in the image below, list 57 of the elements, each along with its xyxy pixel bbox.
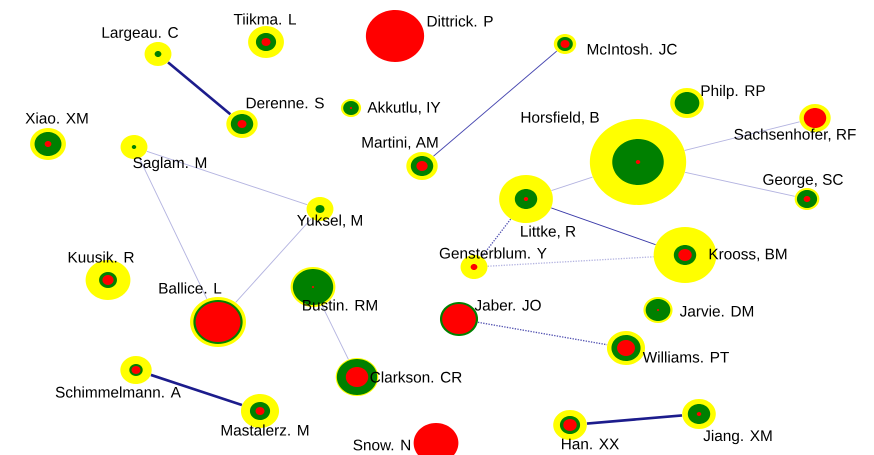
name-label: Horsfield, B [522, 111, 599, 125]
name-label: George, SC [763, 174, 843, 188]
link-line [481, 218, 512, 258]
link-line [586, 414, 682, 425]
name-label: Dittrick. P [428, 15, 493, 27]
node-circle [682, 399, 716, 429]
node-circle [499, 175, 553, 223]
node-circle [120, 356, 152, 384]
name-label: Jaber. JO [474, 299, 541, 311]
node-circle [366, 10, 424, 62]
node-circle [226, 110, 258, 138]
link-line [551, 176, 594, 192]
name-label: Gensterblum. Y [440, 247, 547, 259]
name-label: Kuusik. R [68, 251, 134, 263]
name-label: Tiikma. L [234, 13, 296, 25]
link-line [146, 150, 308, 206]
link-line [488, 256, 654, 267]
name-label: Schimmelmann. A [56, 386, 181, 398]
link-line [684, 172, 796, 197]
link-line [433, 50, 558, 157]
node-circle [248, 26, 284, 58]
name-label: Williams. PT [642, 351, 729, 363]
name-label: Mastalerz. M [222, 424, 308, 436]
node-circle [643, 297, 673, 323]
link-line [478, 322, 608, 346]
name-label: Akkutlu, IY [367, 101, 440, 115]
link-line [235, 218, 312, 303]
node-circle [554, 34, 576, 54]
name-label: Snow. N [353, 440, 410, 450]
name-label: Jarvie. DM [680, 305, 754, 317]
name-label: Bustin. RM [303, 299, 377, 311]
link-line [322, 305, 349, 360]
name-label: Ballice. L [159, 282, 222, 294]
node-circle [190, 297, 246, 347]
link-line [550, 207, 656, 246]
name-label: Jiang. XM [703, 430, 772, 444]
name-label: Littke, R [521, 225, 576, 239]
name-label: Xiao. XM [26, 112, 88, 124]
name-label: Martini, AM [362, 136, 438, 150]
node-circle [794, 188, 820, 210]
name-label: Saglam. M [133, 156, 206, 172]
name-label: Yuksel, M [297, 214, 362, 228]
name-label: Sachsenhofer, RF [734, 128, 856, 142]
link-line [684, 121, 800, 151]
link-line [138, 158, 208, 300]
node-circle [406, 152, 438, 180]
name-label: Philp. RP [702, 84, 765, 100]
name-label: Han. XX [562, 438, 619, 450]
node-circle [553, 410, 587, 440]
name-label: Largeau. C [102, 27, 178, 41]
node-circle [30, 128, 66, 160]
node-circle [144, 42, 172, 66]
link-line [167, 61, 232, 116]
name-label: Derenne. S [246, 98, 324, 108]
name-label: McIntosh. JC [588, 43, 677, 55]
link-line [150, 374, 242, 406]
node-circle [340, 99, 362, 117]
